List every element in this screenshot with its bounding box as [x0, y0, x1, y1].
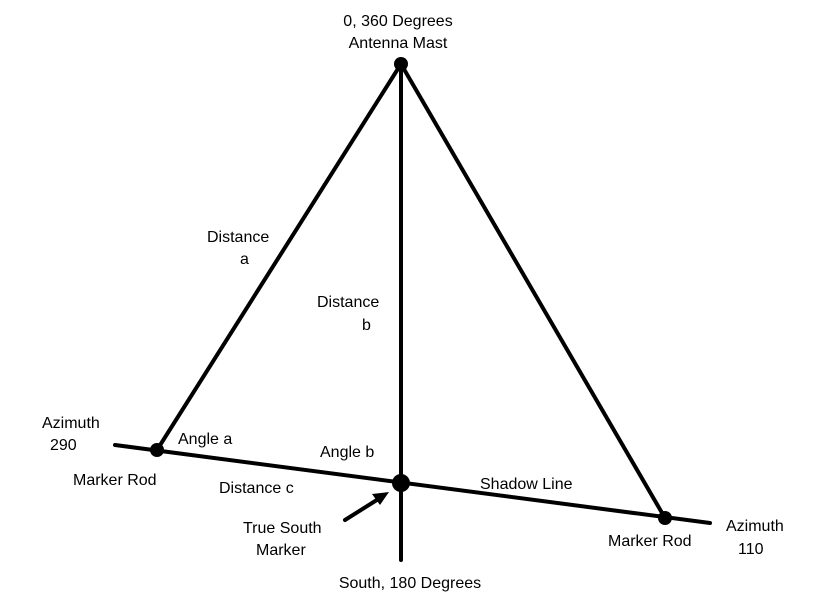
- distance-a-label-2: a: [240, 251, 249, 268]
- distance-b-label-1: Distance: [317, 294, 379, 311]
- distance-a-line: [155, 62, 403, 452]
- distance-b-label-2: b: [362, 317, 371, 334]
- marker-rod-left-point: [150, 443, 164, 457]
- marker-rod-right-point: [658, 511, 672, 525]
- right-line: [399, 62, 667, 520]
- antenna-mast-point: [394, 57, 408, 71]
- distance-a-label-1: Distance: [207, 229, 269, 246]
- shadow-line: [113, 443, 712, 525]
- azimuth-right-label-1: Azimuth: [726, 518, 784, 535]
- top-label-2: Antenna Mast: [349, 35, 448, 52]
- distance-c-label: Distance c: [219, 480, 294, 497]
- angle-b-label: Angle b: [320, 444, 374, 461]
- true-south-label-1: True South: [243, 520, 322, 537]
- true-south-marker-point: [392, 474, 410, 492]
- true-south-label-2: Marker: [256, 542, 306, 559]
- azimuth-right-label-2: 110: [738, 541, 764, 558]
- bottom-label: South, 180 Degrees: [339, 575, 481, 592]
- true-south-arrow-head: [372, 492, 389, 505]
- azimuth-left-label-1: Azimuth: [42, 415, 100, 432]
- top-label-1: 0, 360 Degrees: [343, 13, 452, 30]
- azimuth-left-label-2: 290: [50, 437, 77, 454]
- angle-a-label: Angle a: [178, 431, 232, 448]
- shadow-line-label: Shadow Line: [480, 476, 573, 493]
- marker-rod-right-label: Marker Rod: [608, 533, 692, 550]
- marker-rod-left-label: Marker Rod: [73, 472, 157, 489]
- true-south-arrow-shaft: [343, 496, 382, 522]
